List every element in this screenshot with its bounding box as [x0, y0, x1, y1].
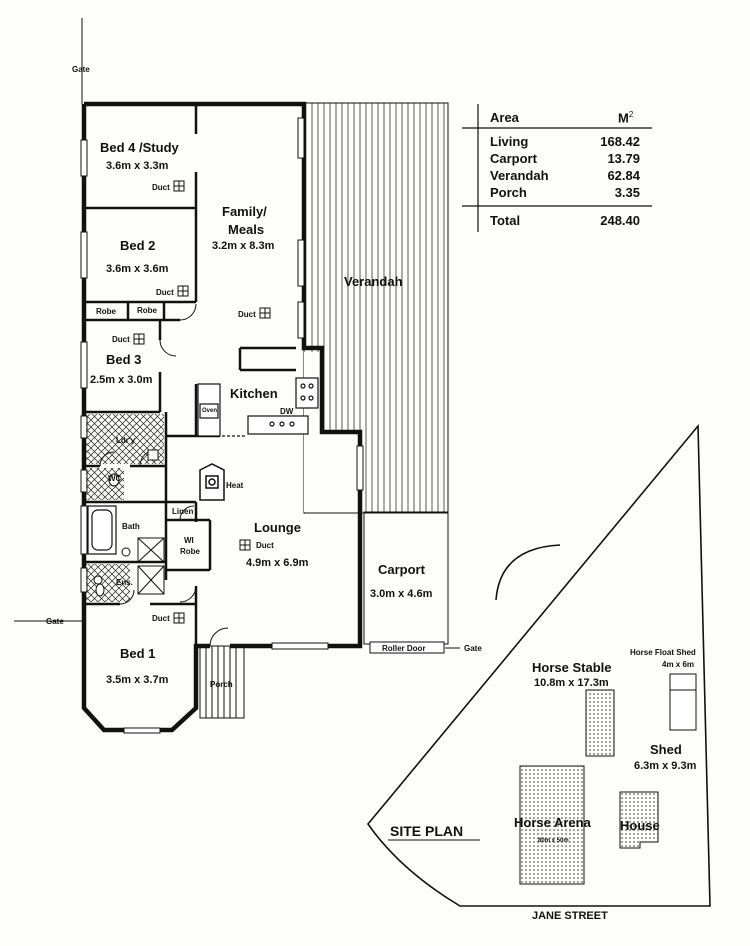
gate-carport-label: Gate	[464, 644, 482, 653]
verandah-label: Verandah	[344, 274, 403, 289]
showers	[137, 537, 165, 595]
family-name-1: Family/	[222, 204, 267, 219]
carport-size: 3.0m x 4.6m	[370, 588, 433, 600]
duct-lounge-label: Duct	[256, 541, 274, 550]
bed1-name: Bed 1	[120, 646, 156, 661]
duct-bed1-label: Duct	[152, 614, 170, 623]
arena-name: Horse Arena	[514, 815, 591, 830]
porch	[199, 645, 245, 719]
bed3-name: Bed 3	[106, 352, 142, 367]
laundry-label: Ldr'y	[116, 436, 136, 445]
oven-label: Oven	[202, 408, 218, 414]
gate-left-label: Gate	[46, 617, 64, 626]
heater	[199, 463, 225, 501]
heat-label: Heat	[226, 481, 244, 490]
area-header-label: Area	[490, 110, 519, 125]
duct-bed2-label: Duct	[156, 288, 174, 297]
bed3-size: 2.5m x 3.0m	[90, 374, 153, 386]
gate-lines	[14, 18, 460, 649]
float-shed-name: Horse Float Shed	[630, 648, 696, 657]
family-name-2: Meals	[228, 222, 265, 237]
wi-robe-label-1: WI	[184, 536, 194, 545]
wc-label: WC	[108, 474, 122, 483]
ensuite-tiles	[86, 564, 130, 602]
bed4-name: Bed 4 /Study	[100, 140, 179, 155]
dashed-openings	[172, 435, 246, 571]
ensuite-label: Ens.	[116, 578, 133, 587]
duct-family-label: Duct	[238, 310, 256, 319]
bed4-size: 3.6m x 3.3m	[106, 160, 169, 172]
dw-label: DW	[280, 407, 294, 416]
street-label: JANE STREET	[532, 910, 608, 922]
roller-door-label: Roller Door	[382, 644, 426, 653]
wi-robe-label-2: Robe	[180, 547, 200, 556]
duct-bed3-label: Duct	[112, 335, 130, 344]
robe-1-label: Robe	[96, 307, 116, 316]
area-table-rules	[462, 104, 652, 232]
float-shed-size: 4m x 6m	[662, 660, 695, 669]
bath-label: Bath	[122, 522, 140, 531]
fixtures	[93, 449, 159, 597]
gate-top-label: Gate	[72, 65, 90, 74]
duct-markers	[133, 180, 271, 624]
bath-tub	[87, 505, 117, 555]
site-plan-boundary	[366, 423, 711, 907]
roller-door-box	[369, 641, 445, 654]
robe-2-label: Robe	[137, 306, 157, 315]
arena-size: 80m x 50m	[538, 838, 569, 844]
site-plan-buildings	[519, 673, 697, 885]
family-size: 3.2m x 8.3m	[212, 240, 275, 252]
bed2-name: Bed 2	[120, 238, 156, 253]
lounge-name: Lounge	[254, 520, 301, 535]
shed-name: Shed	[650, 742, 682, 757]
shed-size: 6.3m x 9.3m	[634, 760, 697, 772]
porch-label: Porch	[210, 680, 233, 689]
horse-stable-name: Horse Stable	[532, 660, 612, 675]
carport-outline	[363, 511, 449, 645]
bed1-size: 3.5m x 3.7m	[106, 674, 169, 686]
linen-label: Linen	[172, 507, 194, 516]
interior-walls	[84, 104, 296, 646]
verandah-hatch	[311, 103, 445, 512]
site-plan-title: SITE PLAN	[390, 823, 464, 839]
kitchen-benches	[197, 377, 319, 437]
bed2-size: 3.6m x 3.6m	[106, 263, 169, 275]
area-header-unit: M2	[618, 110, 634, 126]
horse-stable-size: 10.8m x 17.3m	[534, 677, 609, 689]
house-label: House	[620, 818, 660, 833]
windows	[80, 117, 364, 734]
kitchen-label: Kitchen	[230, 386, 278, 401]
carport-name: Carport	[378, 562, 425, 577]
lounge-size: 4.9m x 6.9m	[246, 557, 309, 569]
duct-bed4-label: Duct	[152, 183, 170, 192]
